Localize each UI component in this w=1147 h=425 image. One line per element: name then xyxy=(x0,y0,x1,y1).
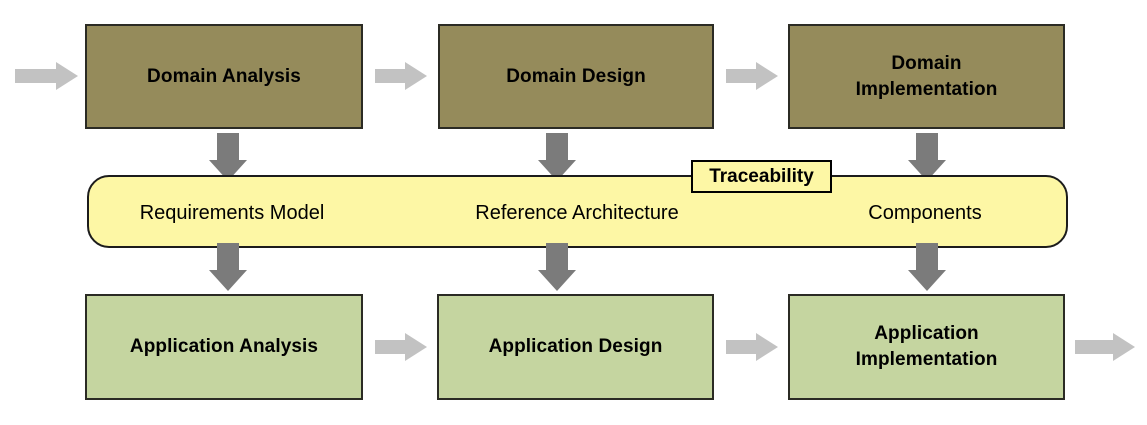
arrow-shaft xyxy=(726,69,761,83)
requirements-model-to-application-analysis-arrow-icon xyxy=(209,243,247,291)
domain-design-to-domain-implementation-arrow-icon xyxy=(726,62,778,90)
traceability-label: Traceability xyxy=(709,165,814,187)
box-label: Application Design xyxy=(488,336,663,358)
arrow-head xyxy=(538,270,576,291)
box-label: Application Implementation xyxy=(856,321,998,372)
box-label-line1: Application xyxy=(874,323,979,345)
domain-analysis-to-domain-design-arrow-icon xyxy=(375,62,427,90)
box-application-analysis[interactable]: Application Analysis xyxy=(85,294,363,400)
application-analysis-to-application-design-arrow-icon xyxy=(375,333,427,361)
arrow-head xyxy=(756,62,778,90)
arrow-shaft xyxy=(15,69,57,83)
domain-design-to-reference-architecture-arrow-icon xyxy=(538,133,576,181)
box-domain-analysis[interactable]: Domain Analysis xyxy=(85,24,363,129)
arrow-head xyxy=(56,62,78,90)
domain-analysis-to-requirements-model-arrow-icon xyxy=(209,133,247,181)
arrow-head xyxy=(209,270,247,291)
domain-implementation-to-components-arrow-icon xyxy=(908,133,946,181)
box-domain-design[interactable]: Domain Design xyxy=(438,24,714,129)
components-to-application-implementation-arrow-icon xyxy=(908,243,946,291)
artifact-label-components: Components xyxy=(868,202,982,224)
box-label: Domain Design xyxy=(506,65,646,87)
output-arrow-application-icon xyxy=(1075,333,1135,361)
arrow-shaft xyxy=(916,243,938,271)
arrow-shaft xyxy=(546,133,568,161)
arrow-head xyxy=(405,62,427,90)
box-label-line2: Implementation xyxy=(855,349,998,370)
arrow-shaft xyxy=(217,243,239,271)
artifact-label-requirements-model: Requirements Model xyxy=(139,202,325,224)
arrow-shaft xyxy=(217,133,239,161)
arrow-shaft xyxy=(546,243,568,271)
arrow-shaft xyxy=(1075,340,1115,354)
arrow-head xyxy=(756,333,778,361)
box-label: Domain Implementation xyxy=(856,51,998,102)
reference-architecture-to-application-design-arrow-icon xyxy=(538,243,576,291)
box-label-line1: Domain xyxy=(891,52,962,74)
arrow-shaft xyxy=(916,133,938,161)
box-label: Domain Analysis xyxy=(147,65,301,87)
box-application-design[interactable]: Application Design xyxy=(437,294,714,400)
box-domain-implementation[interactable]: Domain Implementation xyxy=(788,24,1065,129)
box-application-implementation[interactable]: Application Implementation xyxy=(788,294,1065,400)
arrow-shaft xyxy=(375,69,410,83)
arrow-shaft xyxy=(375,340,410,354)
arrow-head xyxy=(1113,333,1135,361)
arrow-head xyxy=(908,270,946,291)
arrow-shaft xyxy=(726,340,761,354)
artifact-label-reference-architecture: Reference Architecture xyxy=(475,202,679,224)
input-arrow-domain-icon xyxy=(15,62,78,90)
box-label: Application Analysis xyxy=(129,336,319,358)
traceability-callout[interactable]: Traceability xyxy=(691,160,832,193)
arrow-head xyxy=(405,333,427,361)
box-label-line2: Implementation xyxy=(855,78,998,100)
application-design-to-application-implementation-arrow-icon xyxy=(726,333,778,361)
artifact-band xyxy=(87,175,1068,248)
